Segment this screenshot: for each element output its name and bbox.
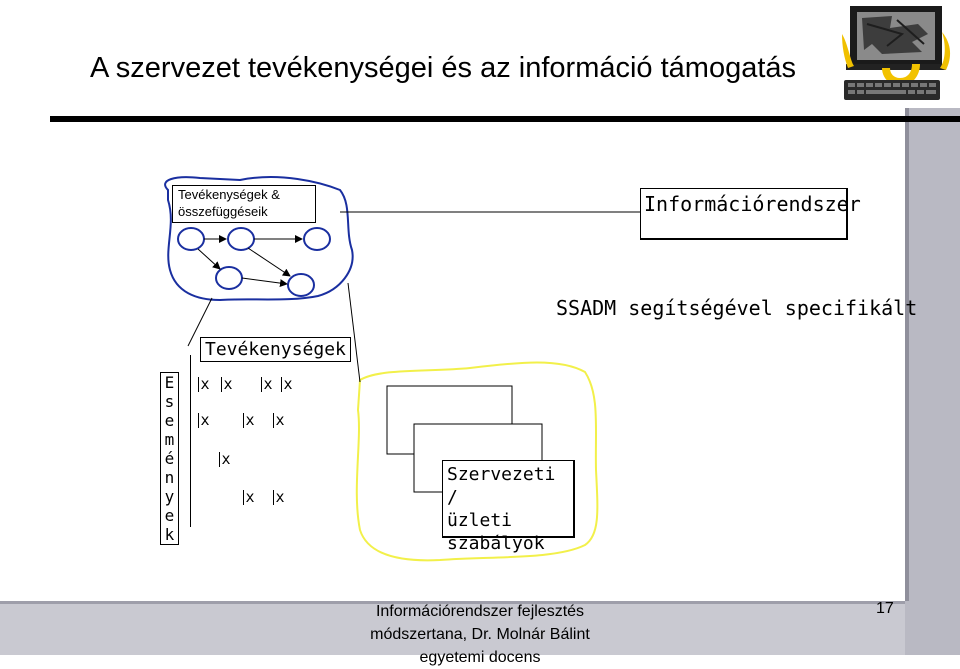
matrix-mark: x <box>273 490 286 505</box>
information-system-box: Információrendszer <box>640 188 861 240</box>
activity-arrow <box>241 277 288 288</box>
activity-node <box>303 227 331 251</box>
activities-blob-outline <box>164 176 354 302</box>
slide-title: A szervezet tevékenységei és az informác… <box>90 52 797 84</box>
page-number: 17 <box>876 600 894 617</box>
business-rules-line2: üzleti <box>447 510 513 531</box>
matrix-axis-line <box>190 355 191 527</box>
activity-arrow <box>197 248 221 270</box>
matrix-mark: x <box>221 377 234 392</box>
activity-node <box>227 227 255 251</box>
sidebar-shadow <box>905 108 909 601</box>
events-letter: m <box>164 430 175 449</box>
activities-box-line1: Tevékenységek & <box>178 187 280 202</box>
activities-relations-box: Tevékenységek & összefüggéseik <box>172 185 316 223</box>
events-letter: e <box>164 411 175 430</box>
footer-band <box>0 601 960 655</box>
footer-line1: Információrendszer fejlesztés <box>375 603 585 620</box>
business-rules-box: Szervezeti / üzleti szabályok <box>442 460 575 554</box>
matrix-mark: x <box>243 490 256 505</box>
matrix-mark: x <box>198 413 211 428</box>
events-letter: n <box>164 468 175 487</box>
events-letter: k <box>164 525 175 544</box>
matrix-mark: x <box>243 413 256 428</box>
footer-text: Információrendszer fejlesztés módszertan… <box>320 600 640 669</box>
matrix-events-label: E s e m é n y e k <box>160 372 179 545</box>
business-rules-line3: szabályok <box>447 533 545 554</box>
connector-line <box>187 297 213 347</box>
right-sidebar-band <box>905 108 960 655</box>
matrix-mark: x <box>198 377 211 392</box>
matrix-mark: x <box>219 452 232 467</box>
events-letter: y <box>164 487 175 506</box>
events-letter: e <box>164 506 175 525</box>
rules-blob-outline <box>355 361 599 562</box>
footer-line2: módszertana, Dr. Molnár Bálint <box>370 626 590 643</box>
business-rules-line1: Szervezeti / <box>447 464 556 508</box>
ssadm-label: SSADM segítségével specifikált <box>556 296 918 320</box>
activity-node <box>215 266 243 290</box>
activities-box-line2: összefüggéseik <box>178 204 268 219</box>
matrix-mark: x <box>261 377 274 392</box>
matrix-mark: x <box>273 413 286 428</box>
connector-line <box>347 282 361 383</box>
matrix-mark: x <box>281 377 294 392</box>
footer-band-edge <box>0 601 905 604</box>
computer-monitor-logo-icon <box>842 6 951 100</box>
events-letter: é <box>164 449 175 468</box>
activity-node <box>287 273 315 297</box>
activity-node <box>177 227 205 251</box>
title-underline <box>50 116 960 122</box>
footer-line3: egyetemi docens <box>419 649 541 666</box>
matrix-activities-header: Tevékenységek <box>200 337 351 362</box>
activity-arrow <box>247 247 291 277</box>
events-letter: s <box>164 392 175 411</box>
events-letter: E <box>164 373 175 392</box>
